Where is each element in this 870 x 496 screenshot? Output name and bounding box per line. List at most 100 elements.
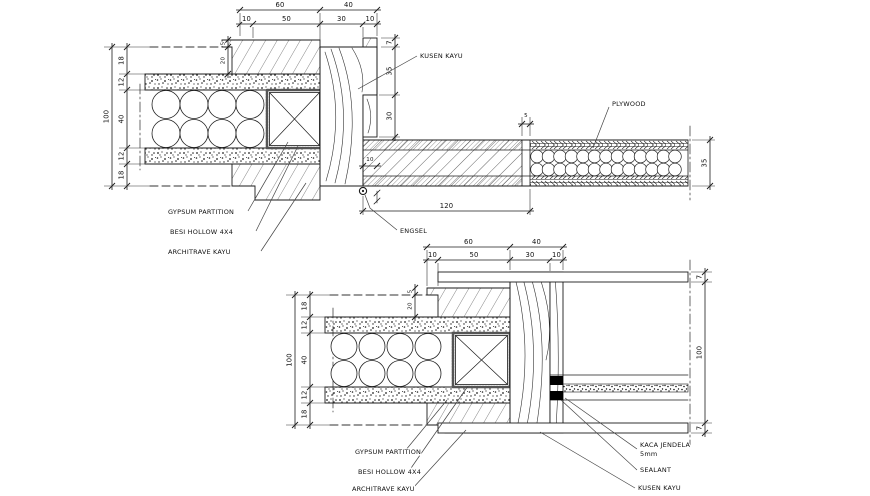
dim-text: 40 (301, 355, 309, 364)
dim-text: 30 (337, 15, 346, 23)
label-architrave-kayu: ARCHITRAVE KAYU (352, 485, 415, 493)
label-besi-hollow: BESI HOLLOW 4X4 (358, 468, 421, 476)
label-kusen-kayu: KUSEN KAYU (638, 484, 681, 492)
dim-text: 18 (301, 409, 309, 418)
dim-text: 60 (464, 238, 473, 246)
dim-text: 18 (301, 301, 309, 310)
label-sealant: SEALANT (640, 466, 671, 474)
insulation-batt (386, 333, 414, 360)
dim-tick (411, 291, 419, 299)
door-jamb-detail (139, 37, 691, 205)
leader-line (260, 182, 307, 252)
dim-text: 10 (366, 157, 374, 163)
glass-pane (549, 374, 689, 401)
dim-text: 18 (118, 56, 126, 65)
dim-text: 40 (532, 238, 541, 246)
dim-tick (423, 243, 431, 251)
dim-text: 12 (118, 77, 126, 86)
dim-text: 7 (696, 426, 704, 431)
insulation-batt (207, 119, 237, 148)
honeycomb-core-cell (645, 149, 659, 164)
leader-line (247, 141, 289, 212)
leader-line (564, 397, 638, 450)
leaf-joint-gap (522, 140, 530, 186)
label-besi-hollow: BESI HOLLOW 4X4 (170, 228, 233, 236)
dim-text: 30 (525, 251, 534, 259)
dim-tick (411, 313, 419, 321)
dim-tick (373, 162, 381, 170)
dim-tick (559, 243, 567, 251)
honeycomb-core-cell (599, 149, 613, 164)
dim-text: 5 (524, 113, 528, 119)
gypsum-board-band (144, 73, 321, 91)
dim-text: 100 (286, 353, 294, 367)
insulation-batt (179, 90, 209, 119)
label-gypsum-partition: GYPSUM PARTITION (355, 448, 421, 456)
dim-text: 10 (365, 15, 374, 23)
honeycomb-core-cell (587, 149, 602, 164)
insulation-batt (235, 90, 265, 119)
dim-tick (359, 20, 367, 28)
sealant-block (550, 391, 563, 400)
dim-text: 5 (408, 289, 414, 293)
plywood-face (530, 176, 688, 186)
insulation-batt (330, 360, 358, 387)
honeycomb-core-cell (633, 149, 648, 164)
honeycomb-core-cell (576, 149, 590, 164)
dim-tick (236, 6, 244, 14)
dim-tick (506, 243, 514, 251)
insulation-batt (358, 333, 386, 360)
gypsum-board-band (324, 386, 511, 404)
honeycomb-core-cell (633, 162, 648, 177)
dim-text: 10 (552, 251, 561, 259)
insulation-batt (179, 119, 209, 148)
dim-text: 40 (344, 1, 353, 9)
dim-text: 20 (221, 57, 227, 65)
glazing-bead (549, 271, 564, 434)
dim-tick (316, 6, 324, 14)
dim-text: 35 (701, 158, 709, 167)
dim-text: 10 (242, 15, 251, 23)
dim-text: 12 (118, 151, 126, 160)
honeycomb-core-cell (610, 162, 625, 177)
frame-head-trim (362, 37, 378, 48)
sealant-block (550, 376, 563, 385)
dim-tick (359, 162, 367, 170)
honeycomb-core-cell (622, 162, 636, 177)
dim-tick (411, 284, 419, 292)
dim-tick (224, 43, 232, 51)
honeycomb-core-cell (656, 162, 671, 177)
window-jamb-detail (324, 259, 691, 446)
honeycomb-core-cell (530, 162, 544, 177)
honeycomb-core-cell (564, 149, 579, 164)
architrave-bottom-piece (231, 163, 321, 201)
hinge (358, 186, 381, 205)
dim-text: 7 (386, 40, 394, 45)
dim-text: 12 (301, 390, 309, 399)
insulation-batt (207, 90, 237, 119)
door-stop-bead (362, 94, 378, 138)
bottom-rail (437, 422, 689, 434)
dim-text: 10 (428, 251, 437, 259)
insulation-batt (151, 119, 181, 148)
leader-line (560, 399, 638, 471)
insulation-batt (330, 333, 358, 360)
door-leaf (362, 139, 689, 187)
kusen-kayu-frame (509, 271, 551, 434)
label-plywood: PLYWOOD (612, 100, 646, 108)
label-kaca-jendela-size: 5mm (640, 450, 657, 458)
honeycomb-core-cell (622, 149, 636, 164)
gypsum-board-band (144, 147, 321, 165)
honeycomb-core-cell (645, 162, 659, 177)
dim-tick (546, 256, 554, 264)
architrave-top-piece (426, 287, 511, 318)
insulation-batt (414, 333, 442, 360)
leader-line (408, 385, 469, 472)
insulation-batt (151, 90, 181, 119)
dim-tick (434, 256, 442, 264)
leader-line (364, 194, 398, 231)
dim-text: 100 (696, 346, 704, 360)
honeycomb-core-cell (541, 162, 556, 177)
